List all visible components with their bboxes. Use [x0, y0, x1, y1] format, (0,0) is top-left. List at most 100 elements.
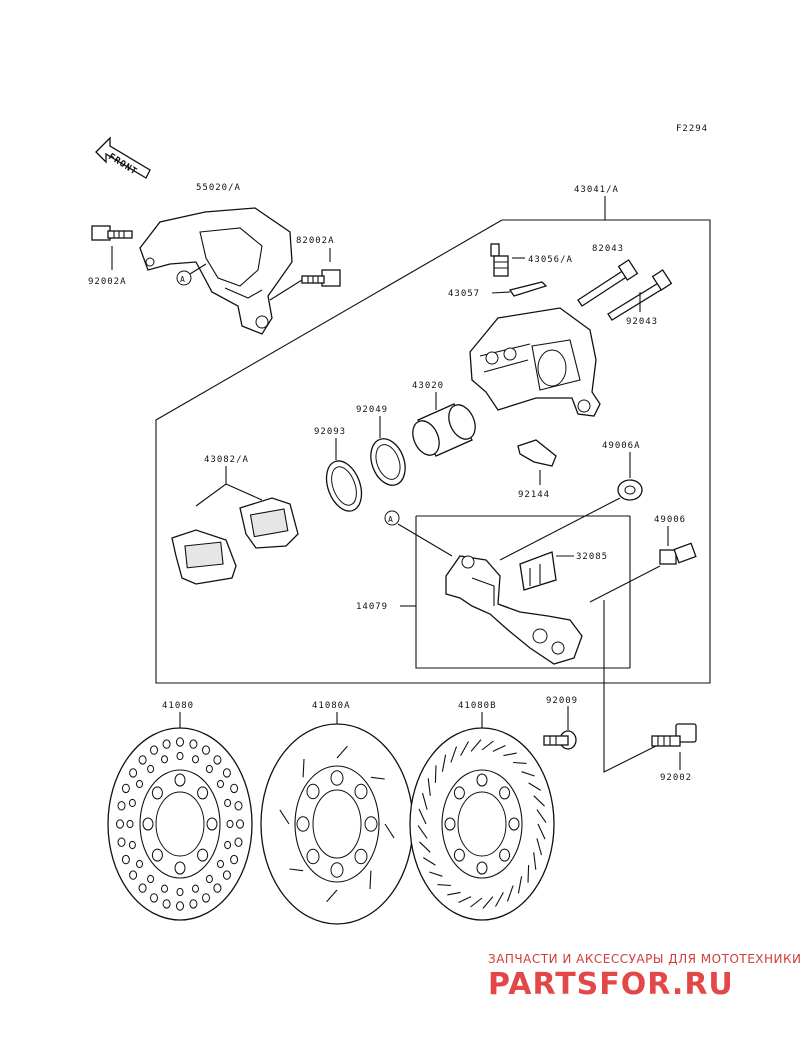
- disc-vent-hole: [226, 819, 234, 829]
- disc-vent-slot: [537, 823, 546, 840]
- pin-82043: [577, 259, 639, 307]
- shim-32085: [519, 551, 557, 591]
- disc-vent-slot: [419, 841, 431, 853]
- brake-pads-43082: [171, 497, 299, 585]
- disc-vent-hole: [117, 801, 126, 811]
- disc-vent-slot: [517, 876, 523, 894]
- disc-vent-slot: [470, 739, 482, 752]
- disc-vent-hole: [176, 737, 184, 747]
- disc-vent-slot: [370, 776, 385, 780]
- disc-vent-hole: [151, 786, 163, 800]
- bolt-49006: [659, 542, 697, 565]
- disc-vent-hole: [205, 764, 213, 774]
- disc-vent-hole: [176, 901, 184, 911]
- disc-vent-hole: [213, 755, 222, 765]
- label-32085: 32085: [576, 552, 608, 562]
- support-bracket-14079: [445, 555, 583, 665]
- watermark-tagline: ЗАПЧАСТИ И АКСЕССУАРЫ ДЛЯ МОТОТЕХНИКИ: [488, 952, 800, 966]
- disc-vent-hole: [476, 773, 488, 787]
- disc-vent-hole: [236, 819, 244, 829]
- disc-vent-slot: [481, 740, 494, 751]
- svg-text:A: A: [388, 515, 394, 524]
- bleeder-valve-43056: [490, 243, 509, 277]
- label-92049: 92049: [356, 405, 388, 415]
- bolt-92002: [651, 723, 697, 747]
- disc-vent-hole: [128, 840, 136, 850]
- disc-vent-hole: [192, 884, 199, 893]
- label-82002A: 82002A: [296, 236, 335, 246]
- disc-vent-hole: [150, 893, 158, 903]
- disc-vent-hole: [224, 798, 232, 808]
- label-92009: 92009: [546, 696, 578, 706]
- disc-vent-slot: [289, 868, 304, 872]
- watermark-brand: PARTSFOR.RU: [488, 967, 734, 1002]
- disc-vent-hole: [453, 848, 465, 862]
- disc-vent-hole: [453, 786, 465, 800]
- disc-vent-hole: [126, 819, 134, 829]
- label-43056A: 43056/A: [528, 255, 573, 265]
- disc-vent-slot: [528, 782, 541, 791]
- disc-vent-hole: [202, 893, 210, 903]
- disc-vent-hole: [174, 861, 186, 875]
- disc-vent-slot: [429, 871, 443, 877]
- disc-vent-hole: [151, 848, 163, 862]
- caliper-body-43041: [469, 307, 601, 417]
- disc-vent-hole: [217, 859, 224, 869]
- disc-vent-hole: [222, 870, 231, 880]
- disc-vent-slot: [369, 870, 372, 890]
- disc-vent-hole: [150, 745, 158, 755]
- brake-disc-41080A: [260, 723, 414, 925]
- disc-vent-hole: [174, 773, 186, 787]
- disc-vent-hole: [162, 899, 171, 909]
- label-14079: 14079: [356, 602, 388, 612]
- disc-vent-slot: [427, 778, 431, 796]
- disc-vent-slot: [513, 761, 527, 764]
- disc-vent-hole: [354, 848, 368, 865]
- disc-vent-slot: [506, 885, 514, 902]
- label-49006: 49006: [654, 515, 686, 525]
- disc-vent-slot: [336, 745, 348, 759]
- label-92002A-left: 92002A: [88, 277, 127, 287]
- pad-spring-92144: [517, 439, 557, 467]
- disc-vent-hole: [296, 816, 310, 832]
- disc-vent-hole: [213, 883, 222, 893]
- disc-vent-hole: [138, 755, 147, 765]
- disc-vent-slot: [521, 771, 535, 777]
- ref-marker-a-top: A: [176, 263, 207, 286]
- disc-vent-slot: [536, 809, 547, 823]
- svg-text:A: A: [180, 275, 186, 284]
- disc-vent-hole: [189, 899, 198, 909]
- disc-vent-hole: [206, 817, 218, 831]
- disc-vent-slot: [460, 741, 469, 756]
- disc-vent-slot: [533, 852, 537, 870]
- disc-vent-slot: [421, 792, 428, 810]
- seal-92049: [370, 438, 406, 486]
- bushing-49006A: [617, 479, 643, 501]
- disc-vent-hole: [330, 862, 344, 878]
- disc-vent-slot: [470, 897, 483, 908]
- disc-vent-hole: [161, 755, 168, 764]
- label-92043: 92043: [626, 317, 658, 327]
- disc-vent-slot: [423, 857, 436, 866]
- disc-vent-slot: [536, 838, 543, 856]
- disc-vent-slot: [417, 825, 428, 839]
- label-41080A: 41080A: [312, 701, 351, 711]
- disc-vent-slot: [437, 884, 451, 887]
- disc-vent-hole: [147, 764, 155, 774]
- disc-vent-hole: [306, 783, 320, 800]
- label-92144: 92144: [518, 490, 550, 500]
- disc-vent-hole: [306, 848, 320, 865]
- label-92093: 92093: [314, 427, 346, 437]
- disc-vent-hole: [354, 783, 368, 800]
- disc-vent-slot: [503, 752, 517, 757]
- caliper-bracket-55020: [139, 207, 293, 335]
- disc-vent-hole: [205, 874, 213, 884]
- disc-vent-slot: [533, 795, 545, 807]
- disc-vent-slot: [450, 746, 458, 763]
- disc-vent-hole: [224, 840, 232, 850]
- disc-vent-hole: [161, 884, 168, 893]
- disc-vent-hole: [499, 848, 511, 862]
- disc-vent-slot: [279, 809, 290, 825]
- seal-92093: [325, 460, 363, 512]
